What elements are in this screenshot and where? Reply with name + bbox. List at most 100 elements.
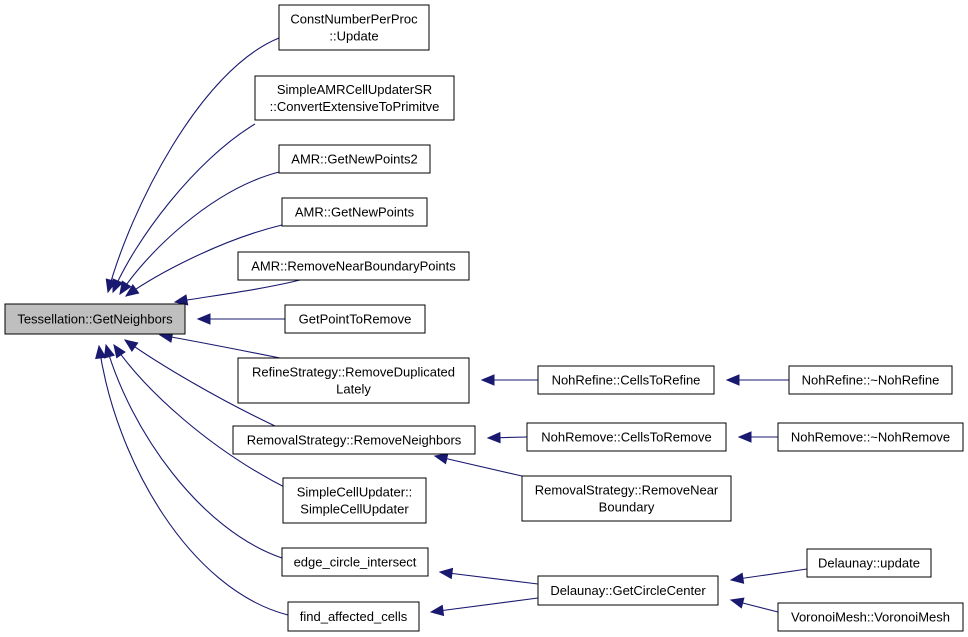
arrowhead-icon xyxy=(112,278,124,294)
node-label: Boundary xyxy=(599,500,655,515)
arrowhead-icon xyxy=(729,572,745,584)
node-amr2[interactable]: AMR::GetNewPoints2 xyxy=(278,144,431,174)
node-box xyxy=(281,547,429,577)
node-label: ::ConvertExtensiveToPrimitve xyxy=(270,99,440,114)
edge-rsrd-to-root xyxy=(158,331,281,359)
node-box xyxy=(287,601,420,632)
edge-nmd-to-nmctr xyxy=(737,431,778,443)
node-box xyxy=(281,197,428,227)
edge-rsrn-to-root xyxy=(123,339,276,427)
edge-line xyxy=(124,339,276,427)
node-dgcc[interactable]: Delaunay::GetCircleCenter xyxy=(537,575,719,606)
node-vmvm[interactable]: VoronoiMesh::VoronoiMesh xyxy=(777,602,964,632)
edge-nmctr-to-rsrn xyxy=(486,431,528,444)
node-box xyxy=(777,602,964,632)
node-box xyxy=(232,425,476,455)
node-cnpp[interactable]: ConstNumberPerProc::Update xyxy=(278,4,430,51)
node-gptr[interactable]: GetPointToRemove xyxy=(284,304,426,334)
node-rsrn[interactable]: RemovalStrategy::RemoveNeighbors xyxy=(232,425,476,455)
node-nrd[interactable]: NohRefine::~NohRefine xyxy=(788,365,953,395)
arrowhead-icon xyxy=(173,294,189,306)
node-label: edge_circle_intersect xyxy=(294,555,417,570)
node-amr1[interactable]: AMR::GetNewPoints xyxy=(281,197,428,227)
node-box xyxy=(4,303,186,335)
node-nmctr[interactable]: NohRemove::CellsToRemove xyxy=(526,422,727,452)
node-label: ConstNumberPerProc xyxy=(290,12,418,27)
edge-amr2-to-root xyxy=(119,171,280,296)
node-label: AMR::GetNewPoints xyxy=(295,205,415,220)
arrowhead-icon xyxy=(480,374,495,386)
node-nmd[interactable]: NohRemove::~NohRemove xyxy=(777,422,964,452)
node-box xyxy=(237,251,470,281)
arrowhead-icon xyxy=(433,453,449,465)
node-box xyxy=(526,422,727,452)
node-box xyxy=(254,75,455,121)
node-box xyxy=(282,477,427,524)
edge-line xyxy=(434,455,523,477)
edge-line xyxy=(439,571,539,585)
node-nrctr[interactable]: NohRefine::CellsToRefine xyxy=(537,365,715,395)
edge-line xyxy=(107,37,280,293)
node-label: VoronoiMesh::VoronoiMesh xyxy=(791,610,950,625)
node-rsrnb[interactable]: RemovalStrategy::RemoveNearBoundary xyxy=(521,475,732,522)
node-box xyxy=(806,548,932,578)
node-label: Lately xyxy=(336,382,371,397)
node-samr[interactable]: SimpleAMRCellUpdaterSR::ConvertExtensive… xyxy=(254,75,455,121)
node-label: SimpleAMRCellUpdaterSR xyxy=(277,82,432,97)
edge-nrctr-to-rsrd xyxy=(480,374,538,386)
node-root[interactable]: Tessellation::GetNeighbors xyxy=(4,303,186,335)
nodes-layer: Tessellation::GetNeighbors ConstNumberPer… xyxy=(4,4,964,632)
arrowhead-icon xyxy=(124,284,140,297)
edge-line xyxy=(730,568,808,581)
node-box xyxy=(537,365,715,395)
node-box xyxy=(537,575,719,606)
arrowhead-icon xyxy=(725,374,740,386)
edge-eci-to-root xyxy=(103,343,283,559)
node-box xyxy=(521,475,732,522)
node-box xyxy=(278,4,430,51)
edge-dgcc-to-fac xyxy=(429,597,539,617)
edges-layer xyxy=(95,37,808,617)
node-label: NohRefine::CellsToRefine xyxy=(552,373,701,388)
node-scu[interactable]: SimpleCellUpdater::SimpleCellUpdater xyxy=(282,477,427,524)
edge-line xyxy=(98,345,289,616)
edge-nrd-to-nrctr xyxy=(725,374,789,386)
arrowhead-icon xyxy=(737,431,752,443)
edge-line xyxy=(113,344,291,491)
node-label: Tessellation::GetNeighbors xyxy=(17,312,173,327)
node-fac[interactable]: find_affected_cells xyxy=(287,601,420,632)
arrowhead-icon xyxy=(438,567,454,580)
node-label: RemovalStrategy::RemoveNear xyxy=(535,483,719,498)
arrowhead-icon xyxy=(486,431,501,444)
node-label: Delaunay::GetCircleCenter xyxy=(550,583,706,598)
node-label: RemovalStrategy::RemoveNeighbors xyxy=(247,433,462,448)
edge-gptr-to-root xyxy=(196,313,285,325)
edge-amr1-to-root xyxy=(124,224,283,297)
arrowhead-icon xyxy=(119,280,132,296)
edge-samr-to-root xyxy=(112,123,256,294)
edge-line xyxy=(430,597,539,613)
arrowhead-icon xyxy=(429,604,445,617)
edge-vmvm-to-dgcc xyxy=(729,597,779,613)
arrowhead-icon xyxy=(103,343,115,359)
arrowhead-icon xyxy=(113,343,126,359)
edge-rsrnb-to-rsrn xyxy=(433,453,523,477)
node-box xyxy=(284,304,426,334)
edge-fac-to-root xyxy=(95,344,289,616)
arrowhead-icon xyxy=(95,344,107,360)
edge-dupd-to-dgcc xyxy=(729,568,808,584)
node-dupd[interactable]: Delaunay::update xyxy=(806,548,932,578)
edge-line xyxy=(125,224,283,297)
node-label: RefineStrategy::RemoveDuplicated xyxy=(252,365,455,380)
node-label: AMR::GetNewPoints2 xyxy=(291,152,417,167)
node-eci[interactable]: edge_circle_intersect xyxy=(281,547,429,577)
node-box xyxy=(278,144,431,174)
node-label: AMR::RemoveNearBoundaryPoints xyxy=(251,259,456,274)
edge-line xyxy=(174,279,301,303)
arrowhead-icon xyxy=(196,313,211,325)
edge-scu-to-root xyxy=(113,343,291,491)
node-amrrnb[interactable]: AMR::RemoveNearBoundaryPoints xyxy=(237,251,470,281)
node-label: SimpleCellUpdater:: xyxy=(297,485,413,500)
